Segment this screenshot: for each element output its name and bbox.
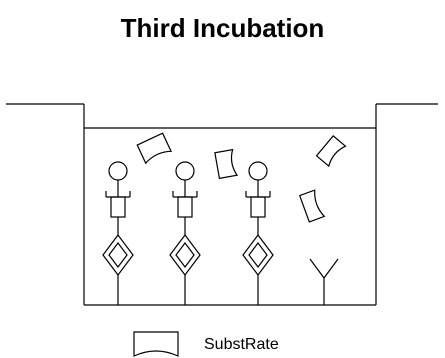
linker-box: [110, 196, 126, 218]
well-outline: [6, 103, 438, 306]
inner-diamond: [248, 242, 268, 268]
outer-diamond: [102, 234, 134, 276]
substrate-molecule-2: [214, 148, 239, 180]
ligand-circle: [248, 161, 268, 181]
antibody-complex-1: [102, 161, 134, 305]
ligand-circle: [108, 161, 128, 181]
antibody-complex-3: [242, 161, 274, 305]
outer-diamond: [169, 234, 201, 276]
linker-box: [177, 196, 193, 218]
ligand-circle: [175, 161, 195, 181]
substrate-molecule-3: [315, 135, 347, 168]
inner-diamond: [175, 242, 195, 268]
linker-box: [250, 196, 266, 218]
diagram-title: Third Incubation: [120, 13, 325, 43]
substrate-icon: [133, 331, 179, 357]
antibody-complex-2: [169, 161, 201, 305]
substrate-molecule-1: [136, 132, 172, 165]
unbound-antibody: [309, 258, 339, 305]
substrate-molecule-4: [298, 189, 326, 223]
legend-label-substrate: SubstRate: [204, 336, 279, 353]
outer-diamond: [242, 234, 274, 276]
inner-diamond: [108, 242, 128, 268]
